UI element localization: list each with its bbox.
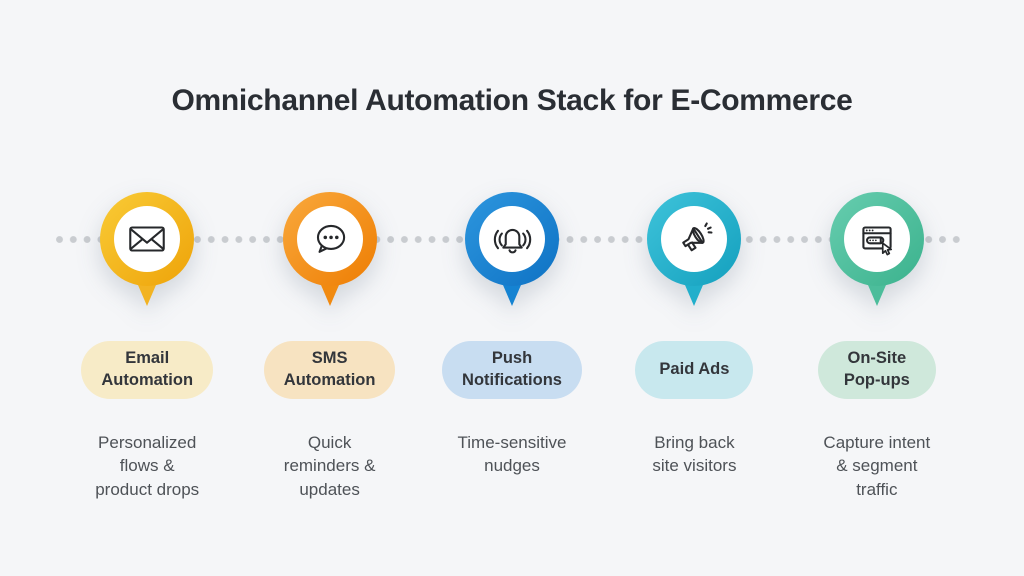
channel-description: Personalized flows & product drops — [95, 433, 200, 499]
channel-label-pill: Paid Ads — [635, 341, 754, 399]
chat-bubble-icon — [316, 224, 345, 253]
channel-description: Bring back site visitors — [652, 433, 737, 476]
pin-ring — [829, 192, 924, 286]
channel-description: Quick reminders & updates — [283, 433, 376, 499]
pin-inner-circle — [114, 206, 181, 272]
pin-ring — [465, 192, 560, 286]
map-pin-marker — [282, 192, 377, 306]
pin-inner-circle — [661, 206, 728, 272]
browser-popup-icon — [862, 226, 892, 256]
channel-column-paid-ads: Paid Ads Bring back site visitors — [603, 192, 785, 501]
pin-inner-circle — [843, 206, 910, 272]
pin-ring — [282, 192, 377, 286]
channel-label-pill: On-Site Pop-ups — [817, 341, 936, 399]
pin-inner-circle — [479, 206, 546, 272]
map-pin-marker — [100, 192, 195, 306]
envelope-icon — [129, 226, 165, 252]
channel-column-email: Email Automation Personalized flows & pr… — [56, 192, 238, 501]
map-pin-marker — [465, 192, 560, 306]
channel-column-sms: SMS Automation Quick reminders & updates — [238, 192, 420, 501]
megaphone-icon — [682, 222, 713, 252]
pin-inner-circle — [296, 206, 363, 272]
map-pin-marker — [647, 192, 742, 306]
page-title: Omnichannel Automation Stack for E-Comme… — [171, 84, 853, 117]
channel-description: Time-sensitive nudges — [457, 433, 567, 476]
channel-label-pill: Email Automation — [81, 341, 214, 399]
map-pin-marker — [829, 192, 924, 306]
channel-label-pill: SMS Automation — [263, 341, 396, 399]
channel-columns: Email Automation Personalized flows & pr… — [56, 192, 968, 501]
pin-ring — [100, 192, 195, 286]
channel-label-pill: Push Notifications — [442, 341, 582, 399]
channel-description: Capture intent & segment traffic — [823, 433, 931, 499]
channel-column-popups: On-Site Pop-ups Capture intent & segment… — [786, 192, 968, 501]
channel-column-push: Push Notifications Time-sensitive nudges — [421, 192, 603, 501]
bell-icon — [493, 228, 532, 254]
pin-ring — [647, 192, 742, 286]
